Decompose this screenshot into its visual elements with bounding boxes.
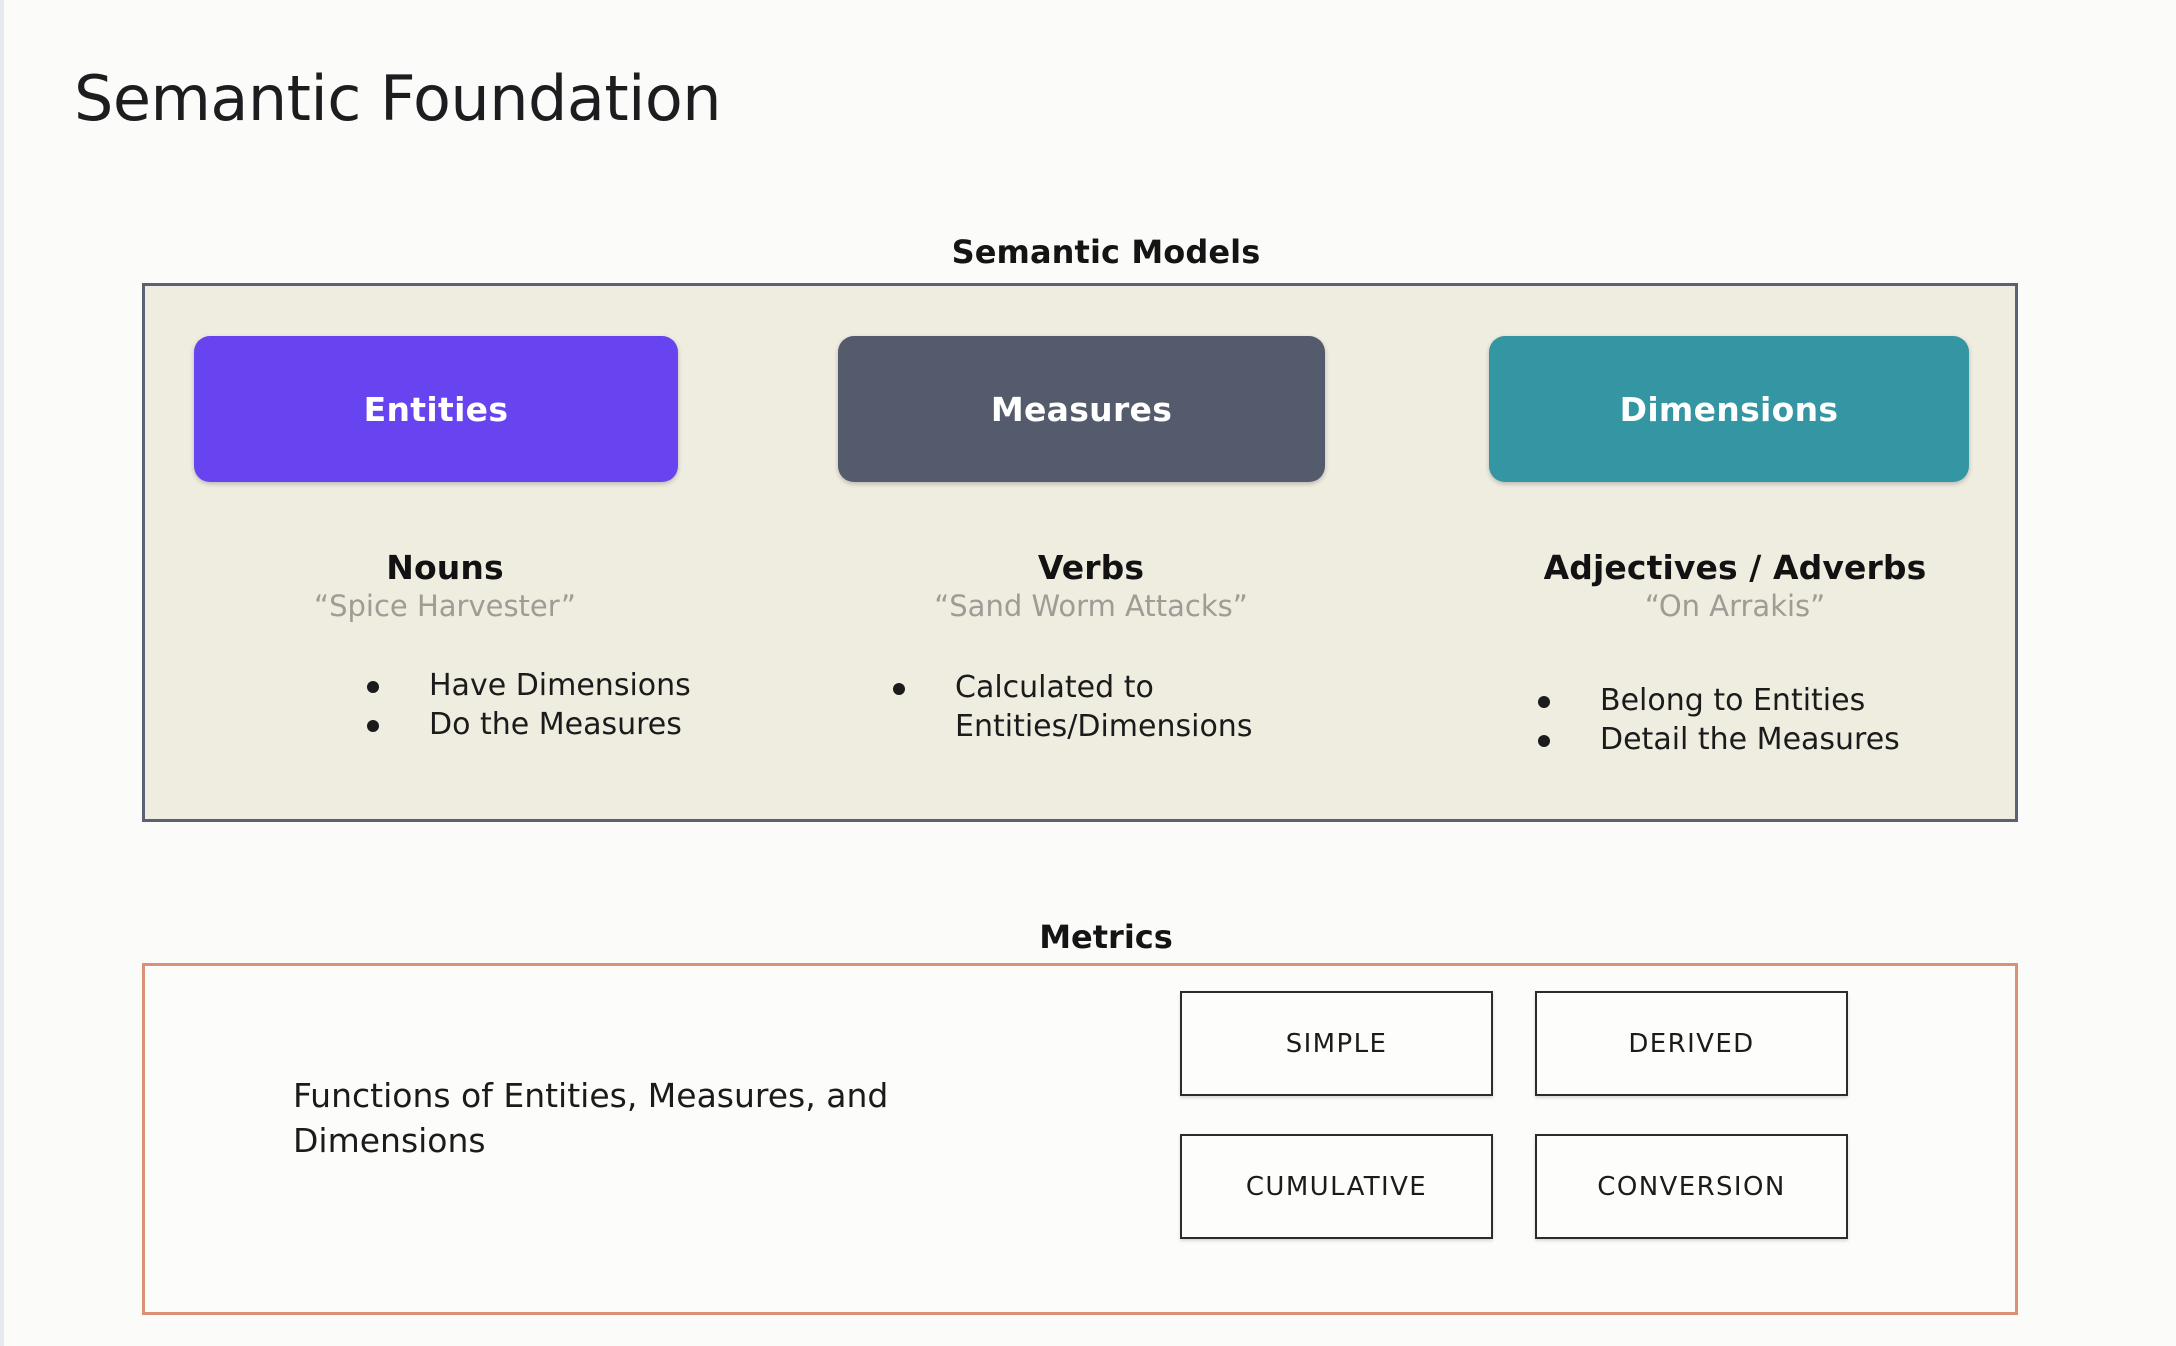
pill-measures[interactable]: Measures [838,336,1325,482]
pill-entities[interactable]: Entities [194,336,678,482]
semantic-models-heading: Semantic Models [0,233,2176,271]
pill-dimensions-label: Dimensions [1619,389,1839,429]
metrics-description: Functions of Entities, Measures, and Dim… [293,1076,889,1160]
metrics-heading-text: Metrics [1039,918,1173,956]
entities-bullet-list: Have Dimensions Do the Measures [367,667,691,744]
dimensions-bullet-list: Belong to Entities Detail the Measures [1538,682,1900,759]
list-item: Do the Measures [367,706,691,745]
bullet-dot-icon [367,681,379,693]
list-item-label: Belong to Entities [1600,683,1866,718]
semantic-models-heading-text: Semantic Models [951,233,1261,271]
entities-example: “Spice Harvester” [314,589,576,623]
page-title: Semantic Foundation [74,62,722,135]
left-edge-strip [0,0,4,1346]
bullet-dot-icon [367,719,379,732]
list-item-label: Do the Measures [429,706,682,742]
metric-types-grid: SIMPLE DERIVED CUMULATIVE CONVERSION [1180,991,1848,1239]
bullet-dot-icon [893,683,905,695]
entities-part-of-speech: Nouns [386,548,504,587]
metric-type-derived[interactable]: DERIVED [1535,991,1848,1096]
list-item: Have Dimensions [367,667,691,706]
measures-bullet-list: Calculated to Entities/Dimensions [893,669,1252,746]
list-item-label: Have Dimensions [429,668,691,703]
list-item-label: Detail the Measures [1600,721,1900,757]
semantic-models-panel: Entities Measures Dimensions Nouns “Spic… [142,283,2018,822]
list-item-label: Calculated to Entities/Dimensions [955,670,1253,744]
list-item: Belong to Entities [1538,682,1900,721]
list-item: Calculated to Entities/Dimensions [893,669,1252,746]
metric-type-simple[interactable]: SIMPLE [1180,991,1493,1096]
metric-type-cumulative[interactable]: CUMULATIVE [1180,1134,1493,1239]
pill-entities-label: Entities [363,389,509,429]
measures-part-of-speech: Verbs [1037,548,1145,587]
list-item: Detail the Measures [1538,721,1900,760]
dimensions-part-of-speech: Adjectives / Adverbs [1543,548,1927,587]
bullet-dot-icon [1538,696,1550,708]
pill-dimensions[interactable]: Dimensions [1489,336,1969,482]
dimensions-example: “On Arrakis” [1644,589,1826,623]
metrics-heading: Metrics [0,918,2176,956]
pill-measures-label: Measures [990,389,1173,429]
metrics-panel: Functions of Entities, Measures, and Dim… [142,963,2018,1315]
measures-example: “Sand Worm Attacks” [934,589,1248,623]
bullet-dot-icon [1538,734,1550,747]
metric-type-conversion[interactable]: CONVERSION [1535,1134,1848,1239]
